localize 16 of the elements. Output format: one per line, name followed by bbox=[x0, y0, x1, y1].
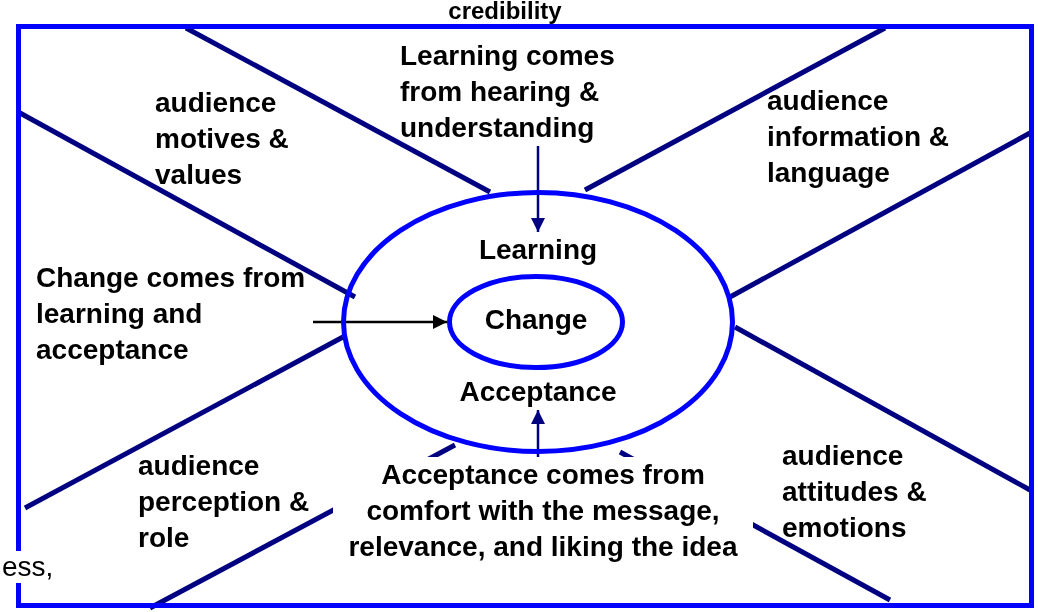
ring-label: Learning bbox=[440, 232, 636, 268]
heading-text: credibility bbox=[447, 0, 563, 24]
arrow bbox=[531, 146, 545, 232]
arrow bbox=[313, 315, 447, 329]
category-text: audience motives & values bbox=[155, 86, 290, 192]
category-text: audience information & language bbox=[767, 84, 950, 190]
category-text: audience attitudes & emotions bbox=[782, 439, 928, 545]
ring-label: Acceptance bbox=[430, 374, 646, 410]
category-text: audience perception & role bbox=[138, 449, 311, 555]
center-label: Change bbox=[483, 303, 589, 337]
outer-ellipse bbox=[341, 190, 735, 454]
explanation-text: Change comes from learning and acceptance bbox=[36, 260, 313, 368]
arrow bbox=[531, 410, 545, 457]
explanation-text: Learning comes from hearing & understanding bbox=[400, 38, 670, 146]
explanation-text: Acceptance comes from comfort with the message, relevance, and liking the idea bbox=[333, 457, 753, 565]
inner-ellipse bbox=[447, 274, 625, 370]
